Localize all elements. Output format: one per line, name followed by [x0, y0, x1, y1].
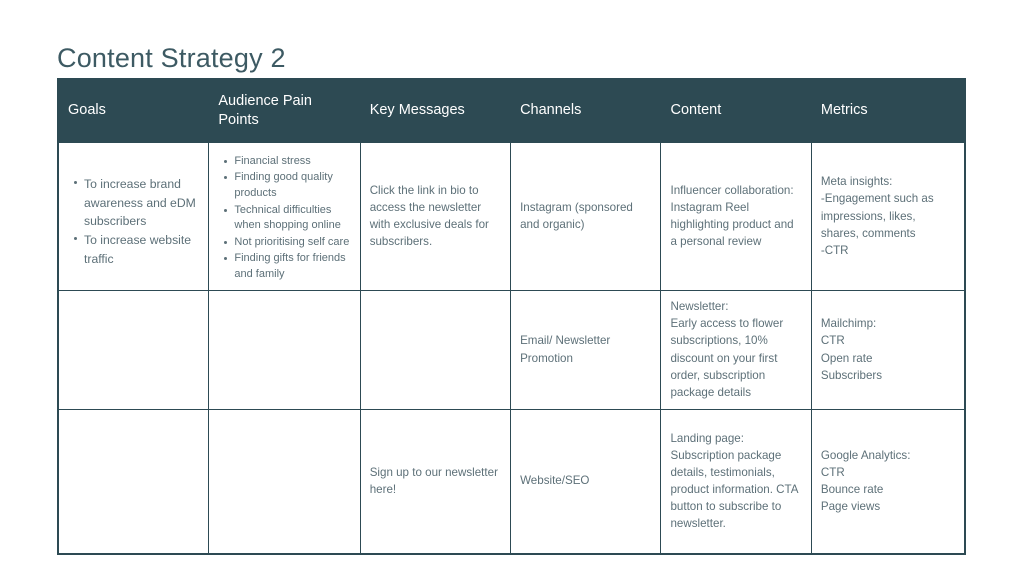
page-title: Content Strategy 2: [57, 43, 286, 74]
column-header-metrics: Metrics: [810, 79, 966, 143]
cell-pain-points-row3: [208, 408, 361, 554]
content-strategy-table-container: Goals Audience Pain Points Key Messages …: [57, 78, 966, 555]
content-text-row1: Influencer collaboration: Instagram Reel…: [670, 183, 794, 249]
content-strategy-table: Goals Audience Pain Points Key Messages …: [57, 79, 966, 554]
cell-key-messages-row2: [359, 289, 512, 410]
cell-channels-row3: Website/SEO: [510, 408, 662, 554]
cell-pain-points-row2: [208, 289, 361, 410]
list-item: Technical difficulties when shopping onl…: [224, 203, 351, 234]
column-header-goals: Goals: [57, 79, 210, 143]
channels-text-row1: Instagram (sponsored and organic): [520, 200, 633, 232]
cell-content-row3: Landing page: Subscription package detai…: [660, 408, 812, 554]
list-item: Finding gifts for friends and family: [224, 251, 351, 282]
channels-text-row3: Website/SEO: [520, 474, 590, 488]
cell-goals-row3: [57, 408, 210, 554]
cell-channels-row1: Instagram (sponsored and organic): [510, 141, 662, 291]
key-messages-text-row1: Click the link in bio to access the news…: [369, 183, 489, 249]
cell-key-messages-row1: Click the link in bio to access the news…: [359, 141, 512, 291]
table-row: To increase brand awareness and eDM subs…: [57, 141, 966, 291]
list-item: Financial stress: [224, 154, 351, 170]
list-item: Finding good quality products: [224, 170, 351, 201]
table-body: To increase brand awareness and eDM subs…: [57, 141, 966, 554]
list-item: To increase brand awareness and eDM subs…: [73, 175, 200, 230]
cell-channels-row2: Email/ Newsletter Promotion: [510, 289, 662, 410]
channels-text-row2: Email/ Newsletter Promotion: [520, 334, 611, 365]
key-messages-text-row3: Sign up to our newsletter here!: [369, 465, 498, 497]
column-header-channels: Channels: [510, 79, 662, 143]
content-text-row2: Newsletter: Early access to flower subsc…: [670, 300, 784, 399]
cell-key-messages-row3: Sign up to our newsletter here!: [359, 408, 512, 554]
column-header-content: Content: [660, 79, 812, 143]
metrics-text-row1: Meta insights: -Engagement such as impre…: [820, 175, 934, 257]
cell-goals-row1: To increase brand awareness and eDM subs…: [57, 141, 210, 291]
cell-content-row1: Influencer collaboration: Instagram Reel…: [660, 141, 812, 291]
cell-goals-row2: [57, 289, 210, 410]
table-header-row: Goals Audience Pain Points Key Messages …: [57, 79, 966, 143]
list-item: Not prioritising self care: [224, 235, 351, 251]
column-header-key-messages: Key Messages: [359, 79, 512, 143]
cell-content-row2: Newsletter: Early access to flower subsc…: [660, 289, 812, 410]
cell-metrics-row3: Google Analytics: CTR Bounce rate Page v…: [810, 408, 966, 554]
table-row: Sign up to our newsletter here! Website/…: [57, 408, 966, 554]
cell-metrics-row2: Mailchimp: CTR Open rate Subscribers: [810, 289, 966, 410]
list-item: To increase website traffic: [73, 231, 200, 268]
content-text-row3: Landing page: Subscription package detai…: [670, 431, 798, 531]
table-row: Email/ Newsletter Promotion Newsletter: …: [57, 289, 966, 410]
goals-list-row1: To increase brand awareness and eDM subs…: [68, 175, 200, 267]
column-header-audience-pain-points: Audience Pain Points: [208, 79, 361, 143]
metrics-text-row3: Google Analytics: CTR Bounce rate Page v…: [820, 448, 911, 514]
metrics-text-row2: Mailchimp: CTR Open rate Subscribers: [820, 317, 883, 382]
cell-metrics-row1: Meta insights: -Engagement such as impre…: [810, 141, 966, 291]
